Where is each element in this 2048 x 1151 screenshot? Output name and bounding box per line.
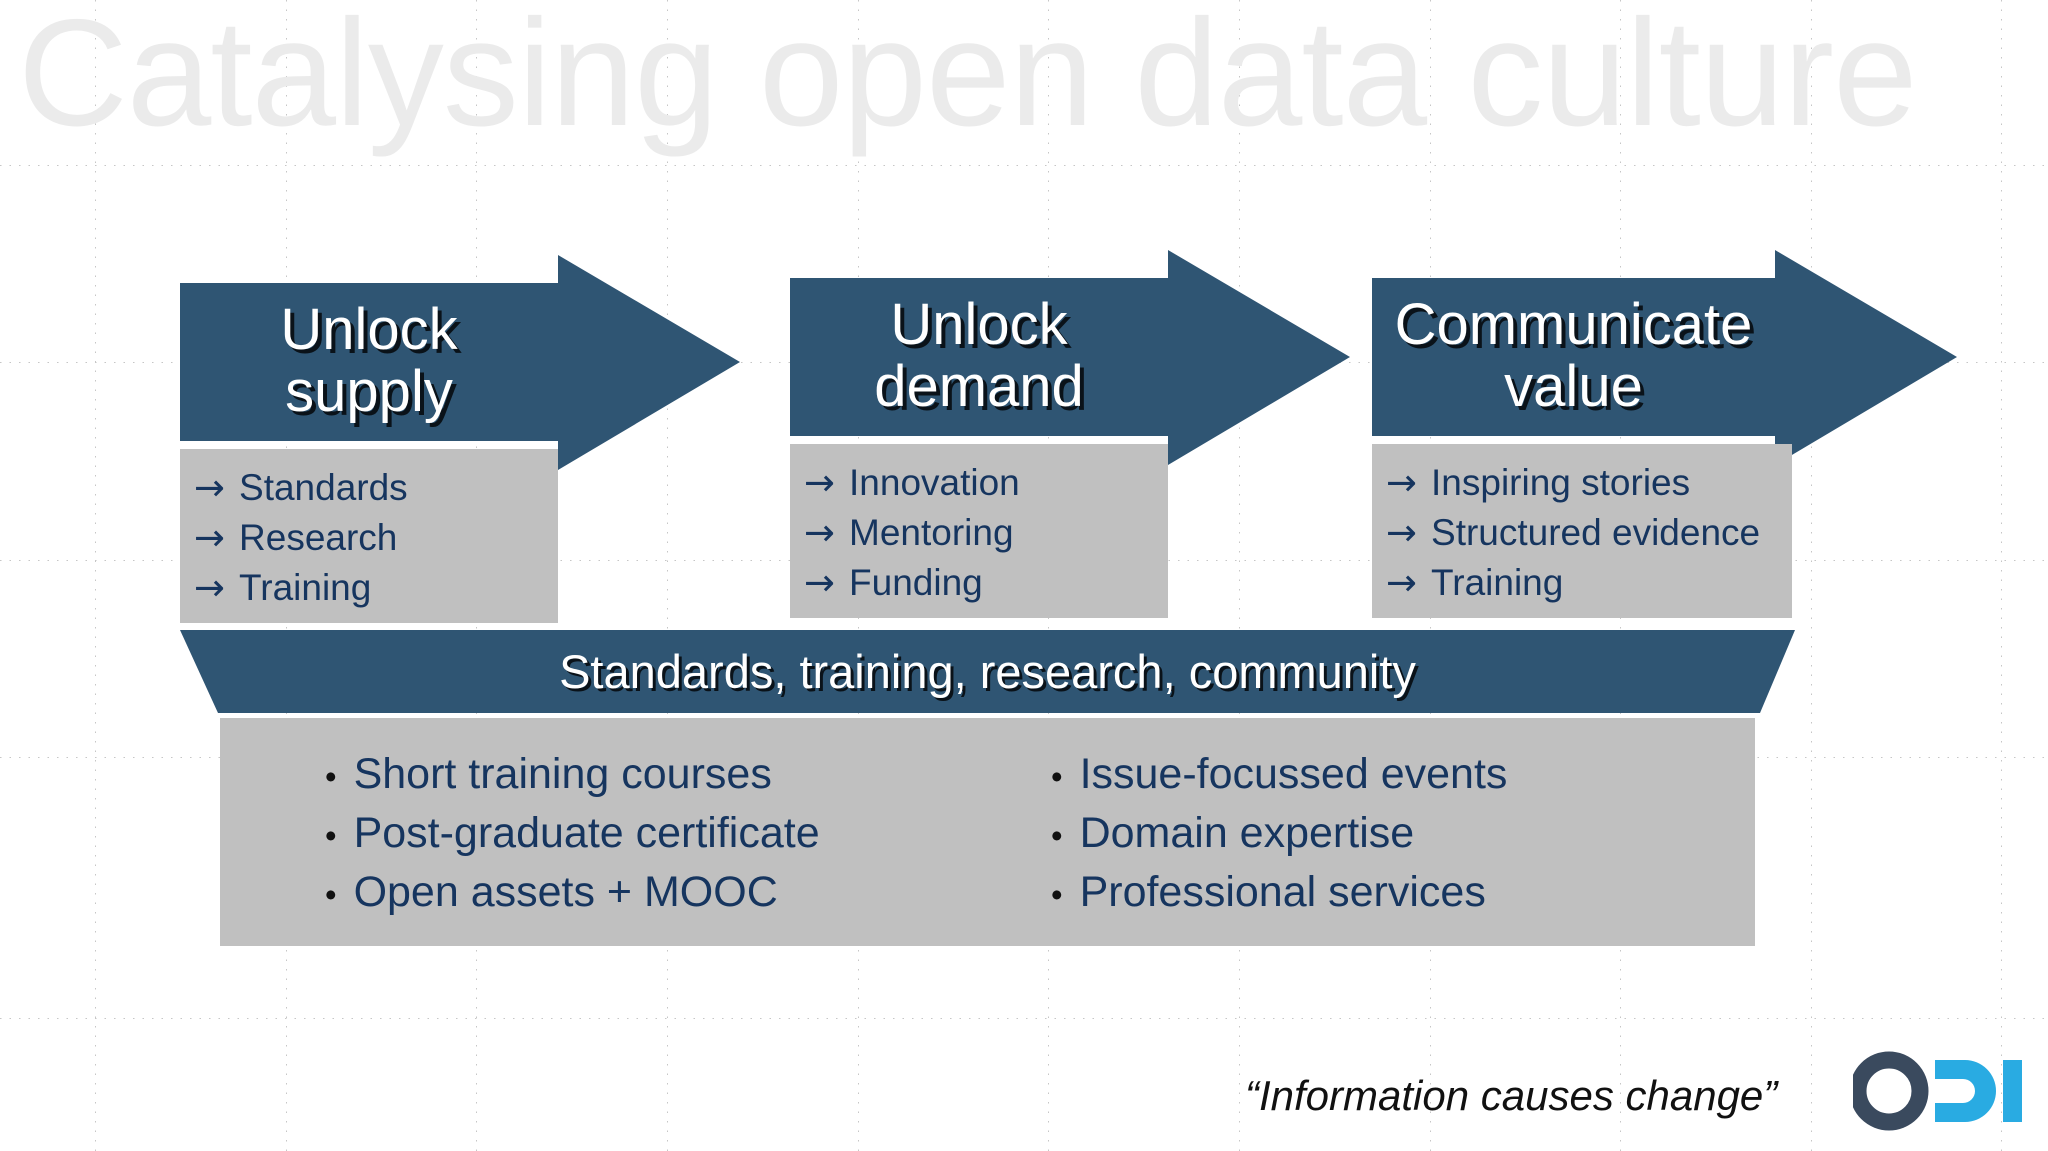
right-arrow-icon: → [194,566,226,609]
foundation-banner: Standards, training, research, community [180,630,1795,713]
list-item-label: Issue-focussed events [1079,750,1508,798]
list-item: → Inspiring stories [1386,458,1792,508]
list-item: • Open assets + MOOC [325,864,1029,923]
grid-vline [1239,0,1240,1151]
list-item-label: Inspiring stories [1431,462,1691,503]
list-item: → Funding [804,558,1168,608]
list-box-communicate-value: → Inspiring stories → Structured evidenc… [1372,444,1792,618]
list-item: • Short training courses [325,746,1029,805]
bullet-icon: • [325,758,337,795]
list-item-label: Short training courses [353,750,772,798]
list-item-label: Professional services [1079,868,1486,916]
bullet-icon: • [1051,817,1063,854]
list-item: → Training [194,563,558,613]
list-item-label: Open assets + MOOC [353,868,778,916]
list-item-label: Post-graduate certificate [353,809,820,857]
right-arrow-icon: → [194,516,226,559]
right-arrow-icon: → [1386,511,1418,554]
offerings-panel: • Short training courses • Post-graduate… [220,718,1755,946]
list-item: → Structured evidence [1386,508,1792,558]
page-title: Catalysing open data culture [18,0,1918,158]
list-item: → Research [194,513,558,563]
list-item-label: Research [239,517,398,558]
grid-vline [2001,0,2002,1151]
bullet-icon: • [1051,758,1063,795]
offerings-column-right: • Issue-focussed events • Domain experti… [1029,746,1755,923]
right-arrow-icon: → [804,561,836,604]
bullet-icon: • [325,817,337,854]
odi-logo [1849,1051,2028,1131]
list-box-unlock-supply: → Standards → Research → Training [180,449,558,623]
grid-vline [667,0,668,1151]
list-item-label: Standards [239,467,408,508]
list-item-label: Training [239,567,372,608]
list-item: • Post-graduate certificate [325,805,1029,864]
list-item-label: Innovation [849,462,1020,503]
list-item-label: Mentoring [849,512,1014,553]
list-item: → Standards [194,463,558,513]
bullet-icon: • [1051,876,1063,913]
list-item: • Issue-focussed events [1051,746,1755,805]
list-item-label: Training [1431,562,1564,603]
grid-vline [95,0,96,1151]
right-arrow-icon: → [1386,561,1418,604]
list-item-label: Domain expertise [1079,809,1415,857]
list-item-label: Structured evidence [1431,512,1761,553]
arrow-shape-unlock-demand [790,250,1350,465]
offerings-column-left: • Short training courses • Post-graduate… [220,746,1029,923]
list-box-unlock-demand: → Innovation → Mentoring → Funding [790,444,1168,618]
arrow-shape-communicate-value [1372,250,1957,465]
list-item: • Professional services [1051,864,1755,923]
right-arrow-icon: → [804,461,836,504]
right-arrow-icon: → [804,511,836,554]
list-item: → Mentoring [804,508,1168,558]
bullet-icon: • [325,876,337,913]
grid-vline [1811,0,1812,1151]
arrow-shape-unlock-supply [180,255,740,470]
right-arrow-icon: → [194,466,226,509]
list-item: → Training [1386,558,1792,608]
list-item-label: Funding [849,562,983,603]
list-item: • Domain expertise [1051,805,1755,864]
grid-hline [0,1018,2048,1019]
list-item: → Innovation [804,458,1168,508]
footer-quote: “Information causes change” [1245,1072,1778,1119]
right-arrow-icon: → [1386,461,1418,504]
